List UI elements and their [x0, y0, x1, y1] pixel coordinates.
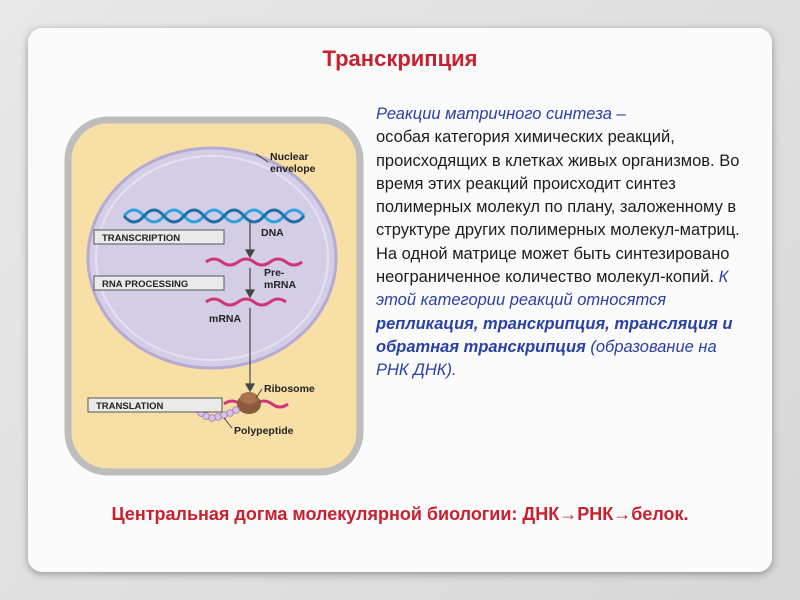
- transcription-box-label: Transcription: [102, 233, 180, 244]
- polypeptide-label: Polypeptide: [234, 425, 294, 437]
- ribosome-label: Ribosome: [264, 383, 315, 395]
- central-dogma: Центральная догма молекулярной биологии:…: [111, 504, 689, 524]
- category-intro: К этой категории реакций относятся: [376, 268, 729, 310]
- mrna-label: mRNA: [209, 313, 242, 325]
- transcription-diagram: Transcription RNA processing Translation…: [64, 116, 364, 476]
- dna-helix: [122, 208, 306, 224]
- dna-label: DNA: [261, 227, 284, 239]
- category-terms: репликация, транскрипция, трансляция и о…: [376, 314, 733, 356]
- transcription-box: Transcription: [93, 229, 225, 245]
- slide: Транскрипция: [28, 28, 772, 572]
- pre-mrna-label-2: mRNA: [264, 279, 297, 291]
- definition-text: Реакции матричного синтеза – особая кате…: [376, 103, 746, 383]
- pre-mrna-strand: [205, 257, 303, 267]
- nuclear-label-1: Nuclear: [270, 151, 309, 163]
- slide-title: Транскрипция: [322, 46, 478, 71]
- flow-arrows: [244, 222, 256, 393]
- translation-box-label: Translation: [96, 401, 164, 412]
- rna-processing-box-label: RNA processing: [102, 279, 188, 290]
- definition-term: Реакции матричного синтеза –: [376, 105, 626, 123]
- mrna-strand: [205, 297, 287, 307]
- nuclear-label-2: envelope: [270, 163, 316, 175]
- definition-body: особая категория химических реакций, про…: [376, 128, 740, 287]
- rna-processing-box: RNA processing: [93, 275, 225, 291]
- pre-mrna-label-1: Pre-: [264, 267, 285, 279]
- nucleus-inner: [95, 155, 329, 361]
- translation-box: Translation: [87, 397, 223, 413]
- category-note: (образование на РНК ДНК).: [376, 337, 717, 380]
